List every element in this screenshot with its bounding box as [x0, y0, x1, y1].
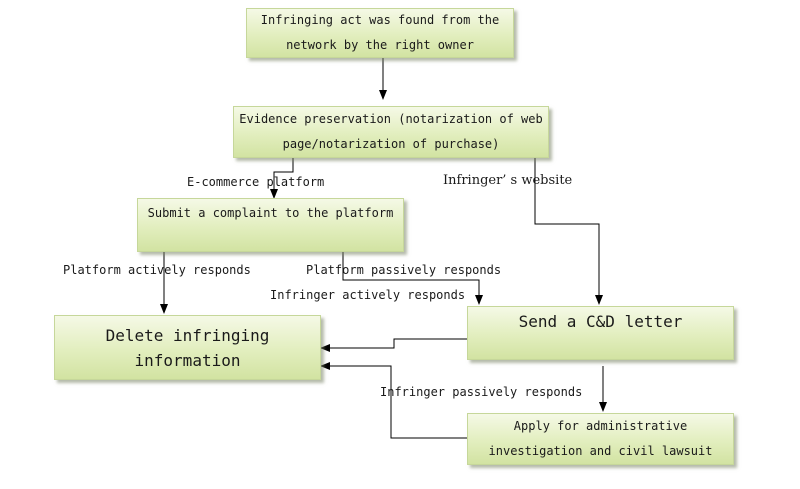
label-infringer-passive: Infringer passively responds: [380, 385, 583, 399]
node-delete: Delete infringing information: [54, 315, 321, 380]
node-apply-text: Apply for administrative investigation a…: [488, 419, 713, 458]
node-evidence: Evidence preservation (notarization of w…: [233, 106, 549, 158]
label-platform-active: Platform actively responds: [63, 263, 251, 277]
node-delete-text: Delete infringing information: [105, 325, 270, 370]
arrow-cd-to-delete: [320, 338, 467, 352]
label-platform-passive: Platform passively responds: [306, 263, 502, 277]
arrow-complaint-to-cd: [342, 252, 483, 305]
node-cd-letter: Send a C&D letter: [467, 306, 734, 360]
node-cd-letter-text: Send a C&D letter: [518, 312, 683, 331]
node-found: Infringing act was found from the networ…: [246, 8, 514, 58]
node-evidence-text: Evidence preservation (notarization of w…: [239, 112, 543, 151]
node-apply: Apply for administrative investigation a…: [467, 413, 734, 465]
arrow-apply-to-delete: [320, 362, 467, 439]
node-found-text: Infringing act was found from the networ…: [260, 13, 500, 52]
arrow-evidence-to-cd: [534, 158, 603, 305]
label-infringer-active: Infringer actively responds: [270, 288, 466, 302]
arrow-evidence-to-complaint: [270, 158, 294, 199]
node-complaint: Submit a complaint to the platform: [137, 198, 404, 252]
label-infringer-site: Infringer’ s website: [443, 173, 573, 188]
label-ecommerce: E-commerce platform: [187, 175, 325, 189]
node-complaint-text: Submit a complaint to the platform: [147, 206, 394, 220]
